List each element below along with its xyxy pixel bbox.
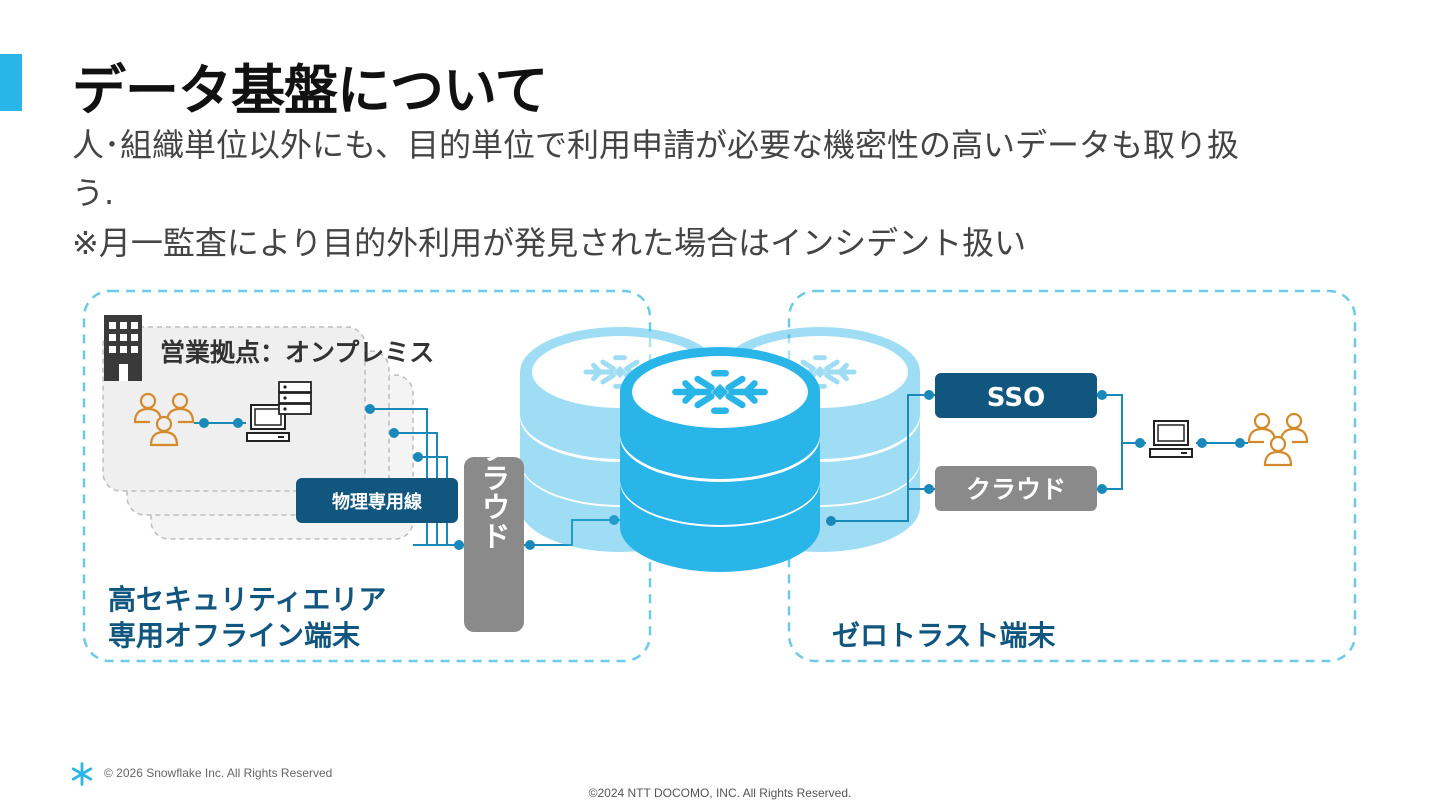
page-title: データ基盤について: [72, 59, 548, 122]
high-security-zone-border: [82, 289, 652, 663]
zero-trust-zone-label: ゼロトラスト端末: [832, 619, 1055, 652]
subtitle-note: ※月一監査により目的外利用が発見された場合はインシデント扱い: [72, 224, 1027, 262]
zero-trust-terminal-icon: [1149, 420, 1193, 458]
snowflake-database-icon: [520, 327, 920, 572]
sso-label: SSO: [987, 383, 1045, 413]
leased-line-label: 物理専用線: [332, 491, 422, 513]
site-link-connector: [194, 418, 246, 428]
zero-trust-zone-border: [787, 289, 1357, 663]
left-cloud-box: [464, 457, 524, 632]
title-accent-bar: [0, 54, 22, 111]
left-cloud-label: クラウド: [477, 434, 511, 550]
right-cloud-label: クラウド: [966, 475, 1066, 504]
right-cloud-box: [935, 466, 1097, 511]
zero-trust-users-icon: [1247, 412, 1309, 472]
site-label: 営業拠点：オンプレミス: [160, 338, 434, 367]
leased-line-box: [296, 478, 458, 523]
subtitle-line-1: 人･組織単位以外にも、目的単位で利用申請が必要な機密性の高いデータも取り扱: [72, 126, 1240, 164]
high-security-zone-label-1: 高セキュリティエリア: [108, 583, 386, 616]
sso-box: [935, 373, 1097, 418]
building-icon: [104, 315, 142, 381]
zero-trust-nodes: [826, 390, 1245, 526]
high-security-zone-label-2: 専用オフライン端末: [108, 619, 360, 652]
subtitle-line-2: う.: [72, 174, 115, 212]
docomo-copyright: ©2024 NTT DOCOMO, INC. All Rights Reserv…: [588, 786, 852, 800]
snowflake-logo-icon: [71, 762, 93, 786]
users-icon: [133, 392, 195, 452]
snowflake-copyright: © 2026 Snowflake Inc. All Rights Reserve…: [104, 766, 333, 780]
server-icon: [278, 381, 312, 415]
leased-line-nodes: [365, 404, 464, 550]
